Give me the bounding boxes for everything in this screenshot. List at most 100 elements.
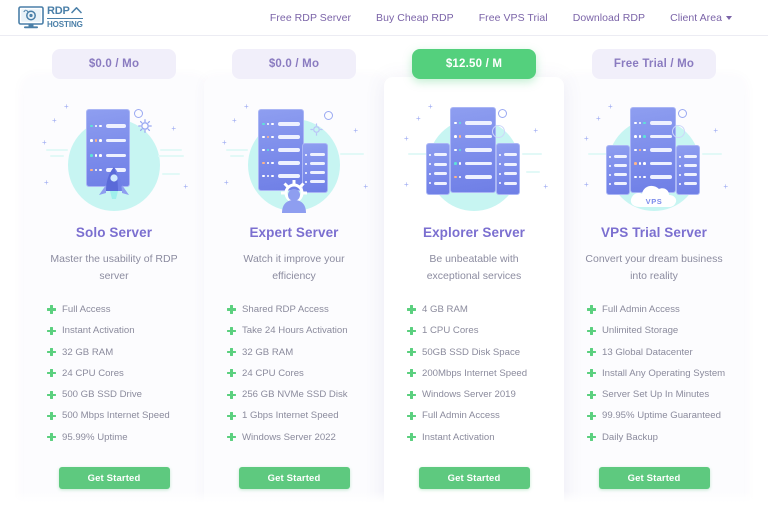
feature-item: 4 GB RAM — [407, 304, 545, 325]
plus-icon — [227, 390, 236, 399]
plan-description: Watch it improve your efficiency — [243, 253, 345, 282]
server-rack-secondary — [302, 143, 328, 193]
deco-line — [158, 155, 184, 158]
get-started-button[interactable]: Get Started — [238, 467, 350, 490]
pricing-card-solo-server[interactable]: $0.0 / Mo — [24, 49, 204, 505]
plus-icon — [587, 305, 596, 314]
plus-icon — [47, 411, 56, 421]
plus-icon — [227, 433, 236, 442]
sparkle-icon: + — [584, 180, 589, 189]
feature-list: Full Admin Access Unlimited Storage 13 G… — [583, 304, 725, 453]
deco-line — [162, 173, 180, 176]
nav-item-free-vps-trial[interactable]: Free VPS Trial — [479, 12, 548, 24]
feature-item: Windows Server 2019 — [407, 389, 545, 410]
plus-icon — [47, 433, 56, 442]
plan-title: VPS Trial Server — [601, 225, 707, 240]
feature-label: 13 Global Datacenter — [602, 346, 693, 358]
feature-item: Instant Activation — [407, 432, 545, 453]
pricing-card-vps-trial-server[interactable]: Free Trial / Mo — [564, 49, 744, 505]
feature-item: 256 GB NVMe SSD Disk — [227, 389, 365, 410]
plan-title: Expert Server — [249, 225, 339, 240]
nav-item-client-area[interactable]: Client Area — [670, 12, 732, 24]
server-rack — [258, 109, 304, 191]
sparkle-icon: + — [596, 114, 601, 123]
get-started-button[interactable]: Get Started — [598, 467, 710, 490]
feature-label: 32 GB RAM — [242, 346, 294, 358]
pricing-section: $0.0 / Mo — [0, 36, 768, 505]
nav-item-buy-cheap-rdp[interactable]: Buy Cheap RDP — [376, 12, 454, 24]
user-gear-icon — [281, 180, 307, 213]
sparkle-icon: + — [404, 134, 409, 143]
plus-icon — [407, 305, 416, 314]
nav-item-label: Client Area — [670, 11, 722, 24]
feature-label: 200Mbps Internet Speed — [422, 367, 528, 379]
vps-badge-label: VPS — [645, 197, 663, 206]
plan-title: Explorer Server — [422, 225, 526, 240]
nav-item-free-rdp-server[interactable]: Free RDP Server — [270, 12, 351, 24]
feature-label: 500 GB SSD Drive — [62, 389, 142, 401]
nav-item-download-rdp[interactable]: Download RDP — [573, 12, 645, 24]
feature-list: 4 GB RAM 1 CPU Cores 50GB SSD Disk Space… — [403, 304, 545, 453]
feature-item: 24 CPU Cores — [227, 368, 365, 389]
plus-icon — [47, 390, 56, 399]
triple-server-rack-illustration: + + + + + + — [394, 91, 554, 217]
plus-icon — [47, 369, 56, 378]
get-started-button[interactable]: Get Started — [58, 467, 170, 490]
feature-label: Instant Activation — [62, 325, 135, 337]
feature-label: 256 GB NVMe SSD Disk — [242, 389, 348, 401]
feature-item: 24 CPU Cores — [47, 368, 185, 389]
plus-icon — [407, 369, 416, 378]
sparkle-icon: + — [222, 138, 227, 147]
logo-primary-text: RDP — [47, 4, 70, 17]
deco-line — [408, 153, 428, 156]
feature-label: 24 CPU Cores — [62, 367, 124, 379]
sparkle-icon: + — [584, 134, 589, 143]
feature-label: 1 CPU Cores — [422, 325, 479, 337]
feature-item: 500 Mbps Internet Speed — [47, 410, 185, 431]
pricing-card-explorer-server[interactable]: $12.50 / M — [384, 49, 564, 505]
sparkle-icon: + — [543, 182, 548, 191]
plus-icon — [407, 390, 416, 399]
feature-item: Full Access — [47, 304, 185, 325]
feature-item: 1 CPU Cores — [407, 325, 545, 346]
nav-item-label: Download RDP — [572, 11, 646, 24]
get-started-button[interactable]: Get Started — [418, 467, 530, 490]
price-tag-featured: $12.50 / M — [412, 49, 536, 79]
sparkle-icon: + — [713, 126, 718, 135]
plus-icon — [587, 390, 596, 399]
feature-label: Full Access — [62, 304, 111, 315]
cloud-icon — [630, 185, 677, 207]
deco-line — [588, 153, 608, 156]
price-tag: Free Trial / Mo — [592, 49, 716, 79]
feature-label: Windows Server 2019 — [422, 389, 516, 401]
deco-ring — [672, 125, 685, 138]
card-body: VPS + + + + + + VPS Trial Server Convert… — [564, 77, 744, 505]
feature-label: 4 GB RAM — [422, 304, 468, 315]
sparkle-icon: + — [64, 102, 69, 111]
deco-line — [340, 153, 364, 156]
sparkle-icon: + — [171, 124, 176, 133]
feature-label: Full Admin Access — [602, 304, 680, 315]
nav-item-label: Free RDP Server — [269, 11, 352, 24]
pricing-card-expert-server[interactable]: $0.0 / Mo — [204, 49, 384, 505]
pricing-cards: $0.0 / Mo — [0, 49, 768, 505]
plus-icon — [227, 369, 236, 378]
plus-icon — [227, 305, 236, 314]
deco-ring — [134, 109, 143, 118]
server-rack-left — [606, 145, 630, 195]
feature-label: Instant Activation — [422, 431, 495, 443]
feature-item: Windows Server 2022 — [227, 432, 365, 453]
sparkle-icon: + — [416, 114, 421, 123]
feature-item: 99.95% Uptime Guaranteed — [587, 410, 725, 431]
sparkle-icon: + — [404, 180, 409, 189]
site-logo[interactable]: RDP HOSTING — [18, 4, 83, 30]
feature-item: 500 GB SSD Drive — [47, 389, 185, 410]
feature-item: Server Set Up In Minutes — [587, 389, 725, 410]
server-rack-user-gear-illustration: + + + + + + — [214, 91, 374, 217]
server-rack-rocket-illustration: + + + + + + — [34, 91, 194, 217]
plus-icon — [587, 411, 596, 421]
plan-description: Convert your dream business into reality — [585, 253, 723, 282]
rocket-icon — [99, 167, 129, 199]
feature-item: 95.99% Uptime — [47, 432, 185, 453]
site-header: RDP HOSTING Free RDP Server Buy Cheap RD… — [0, 0, 768, 35]
